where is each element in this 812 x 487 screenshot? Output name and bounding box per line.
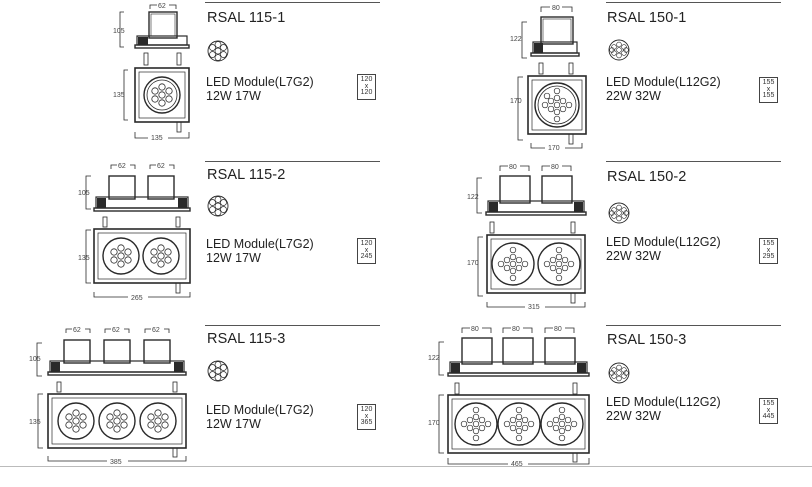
dim-face: 170 [428,420,440,427]
module-spec: LED Module(L12G2) 22W 32W [606,395,721,423]
dim-trim: 62 [152,327,160,334]
dim-trim: 62 [157,163,165,170]
led-module-icon [207,360,229,382]
dim-height: 122 [510,36,522,43]
module-name: LED Module(L12G2) [606,395,721,409]
wattage: 22W 32W [606,249,661,263]
wattage: 12W 17W [206,251,261,265]
module-name: LED Module(L12G2) [606,235,721,249]
drawing-rsal-115-1: 62 105 135 135 [113,3,190,142]
drawing-rsal-115-2: 62 62 105 135 265 [78,163,191,302]
dim-trim: 80 [509,164,517,171]
dim-face: 135 [29,419,41,426]
module-spec: LED Module(L7G2) 12W 17W [206,75,314,103]
section-rule [205,325,380,326]
led-module-icon [608,202,630,224]
dim-width: 265 [131,295,143,302]
module-spec: LED Module(L7G2) 12W 17W [206,237,314,265]
wattage: 22W 32W [606,409,661,423]
dim-face: 135 [78,255,90,262]
dim-width: 315 [528,304,540,311]
dim-height: 105 [29,356,41,363]
model-title: RSAL 115-3 [207,331,286,347]
section-rule [205,161,380,162]
dim-face: 170 [467,260,479,267]
dim-height: 122 [428,355,440,362]
model-title: RSAL 115-1 [207,10,286,26]
drawing-rsal-150-1: 80 122 170 170 [510,5,587,152]
dim-trim: 80 [512,326,520,333]
wattage: 22W 32W [606,89,661,103]
dim-width: 170 [548,145,560,152]
cutout-badge: 120 x 365 [357,404,376,430]
dim-trim: 62 [112,327,120,334]
dim-trim: 62 [118,163,126,170]
page-bottom-rule [0,466,812,467]
dim-face: 170 [510,98,522,105]
drawing-rsal-150-3: 80 80 80 122 170 [428,326,590,468]
model-title: RSAL 115-2 [207,167,286,183]
wattage: 12W 17W [206,417,261,431]
module-spec: LED Module(L12G2) 22W 32W [606,75,721,103]
dim-trim: 62 [73,327,81,334]
dim-width: 385 [110,459,122,466]
module-name: LED Module(L7G2) [206,403,314,417]
cutout-badge: 120 x 120 [357,74,376,100]
module-spec: LED Module(L7G2) 12W 17W [206,403,314,431]
led-module-icon [207,195,229,217]
led-module-icon [608,39,630,61]
dim-width: 135 [151,135,163,142]
dim-height: 105 [78,190,90,197]
module-name: LED Module(L7G2) [206,237,314,251]
model-title: RSAL 150-1 [607,10,687,26]
cutout-badge: 155 x 445 [759,398,778,424]
led-module-icon [608,362,630,384]
dim-trim: 62 [158,3,166,10]
dim-trim: 80 [554,326,562,333]
model-title: RSAL 150-3 [607,332,687,348]
section-rule [205,2,380,3]
model-title: RSAL 150-2 [607,169,687,185]
dim-face: 135 [113,92,125,99]
dim-height: 122 [467,194,479,201]
dim-trim: 80 [551,164,559,171]
dim-trim: 80 [552,5,560,12]
section-rule [606,325,781,326]
section-rule [606,161,781,162]
cutout-badge: 155 x 155 [759,77,778,103]
module-name: LED Module(L12G2) [606,75,721,89]
wattage: 12W 17W [206,89,261,103]
module-name: LED Module(L7G2) [206,75,314,89]
dim-height: 105 [113,28,125,35]
drawing-rsal-115-3: 62 62 62 105 135 385 [29,327,187,466]
dim-width: 465 [511,461,523,468]
section-rule [606,2,781,3]
led-module-icon [207,40,229,62]
drawing-rsal-150-2: 80 80 122 170 315 [467,164,587,311]
dim-trim: 80 [471,326,479,333]
cutout-badge: 120 x 245 [357,238,376,264]
cutout-badge: 155 x 295 [759,238,778,264]
module-spec: LED Module(L12G2) 22W 32W [606,235,721,263]
